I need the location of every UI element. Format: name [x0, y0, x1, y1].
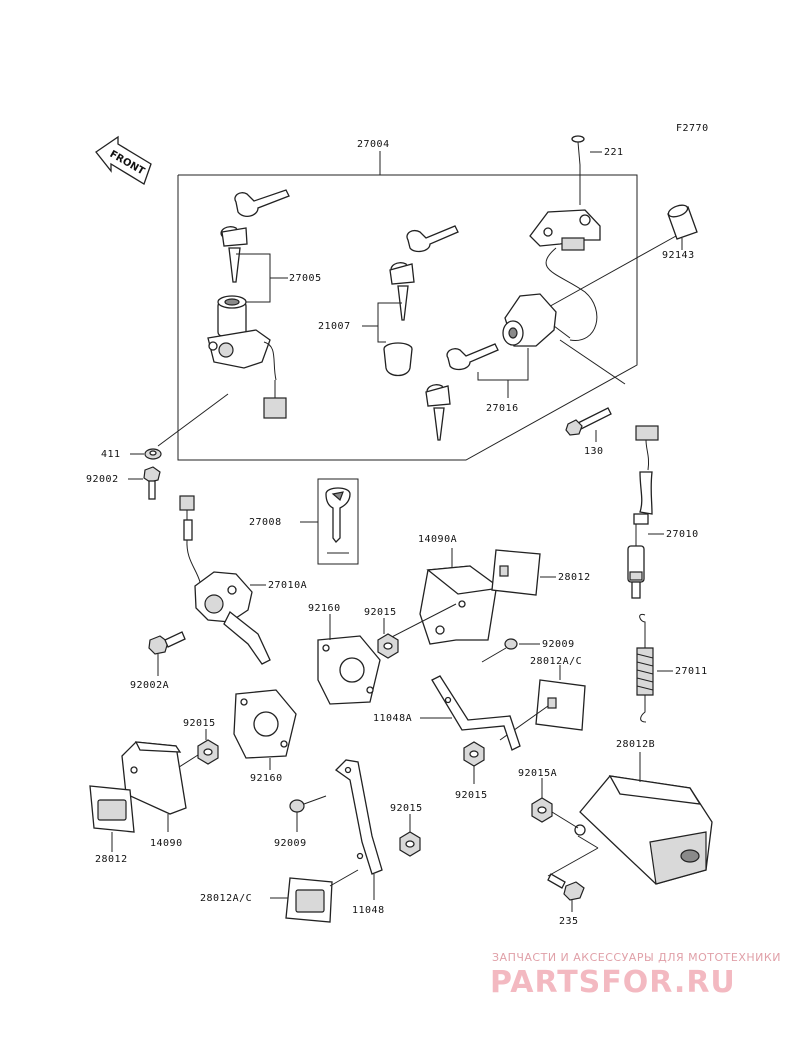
key-pair-21007-icon [383, 225, 459, 377]
label-92143: 92143 [662, 250, 695, 261]
label-28012-top: 28012 [558, 572, 591, 583]
label-27010A: 27010A [268, 580, 307, 591]
label-92015A: 92015A [518, 768, 557, 779]
label-28012-bl: 28012 [95, 854, 128, 865]
label-28012B: 28012B [616, 739, 655, 750]
bracket-14090a-icon [383, 548, 502, 645]
nut-92015-c-icon [164, 729, 219, 777]
key-pair-27005-icon [220, 189, 290, 283]
label-27008: 27008 [249, 517, 282, 528]
nut-92015-b-icon [463, 741, 485, 784]
rubber-pad-28012-bl-icon [89, 785, 135, 852]
rubber-pad-28012ac-b-icon [270, 869, 359, 923]
label-27010: 27010 [666, 529, 699, 540]
key-pair-27016-icon [425, 343, 499, 441]
bolt-130-icon [559, 339, 626, 442]
label-27005: 27005 [289, 273, 322, 284]
bracket-11048a-icon [420, 675, 521, 751]
ignition-switch-icon [207, 295, 287, 419]
front-arrow-icon: FRONT [95, 135, 152, 185]
label-92160-a: 92160 [308, 603, 341, 614]
label-11048: 11048 [352, 905, 385, 916]
label-221: 221 [604, 147, 624, 158]
nut-92015a-icon [531, 778, 579, 829]
watermark-site: PARTSFOR.RU [490, 965, 736, 1000]
label-92015-c: 92015 [183, 718, 216, 729]
figure-id: F2770 [676, 123, 709, 134]
watermark-caption: ЗАПЧАСТИ И АКСЕССУАРЫ ДЛЯ МОТОТЕХНИКИ [492, 951, 781, 964]
label-14090: 14090 [150, 838, 183, 849]
bolt-92002a-icon [148, 631, 186, 676]
bolt-92002-icon [128, 466, 161, 500]
kit-box-outline [177, 151, 638, 461]
label-92002: 92002 [86, 474, 119, 485]
nut-92015-a-icon [377, 618, 399, 659]
label-92015-b: 92015 [455, 790, 488, 801]
helmet-lock-icon [502, 293, 571, 347]
gasket-92160-a-icon [317, 614, 381, 705]
washer-411-icon [130, 393, 229, 460]
label-27016: 27016 [486, 403, 519, 414]
label-14090A: 14090A [418, 534, 457, 545]
nut-92015-d-icon [399, 814, 421, 857]
screw-221-icon [571, 135, 602, 166]
screw-92009-b-icon [289, 795, 327, 832]
label-28012ac-b: 28012A/C [200, 893, 252, 904]
seat-lock-bracket [529, 209, 601, 251]
label-92009-a: 92009 [542, 639, 575, 650]
screw-92009-a-icon [481, 638, 540, 663]
rubber-pad-28012-top-icon [491, 549, 556, 596]
label-92009-b: 92009 [274, 838, 307, 849]
label-411: 411 [101, 449, 121, 460]
label-235: 235 [559, 916, 579, 927]
gasket-92160-b-icon [233, 689, 297, 770]
bracket-11048-icon [334, 759, 383, 900]
wire-loop [545, 247, 598, 341]
switch-27010a-icon [179, 495, 271, 665]
rubber-pad-28012ac-a-icon [499, 665, 586, 741]
label-28012ac-a: 28012A/C [530, 656, 582, 667]
label-92002A: 92002A [130, 680, 169, 691]
label-27011: 27011 [675, 666, 708, 677]
label-130: 130 [584, 446, 604, 457]
label-21007: 21007 [318, 321, 351, 332]
housing-28012b-icon [547, 752, 713, 885]
label-92015-d: 92015 [390, 803, 423, 814]
cap-92143 [544, 204, 698, 310]
label-92015-a: 92015 [364, 607, 397, 618]
spring-27011-icon [636, 613, 673, 723]
label-27004: 27004 [357, 139, 390, 150]
key-blank-27008-icon [300, 478, 359, 565]
screw-235-icon [547, 873, 585, 912]
switch-27010-icon [627, 425, 664, 599]
label-92160-b: 92160 [250, 773, 283, 784]
label-11048A: 11048A [373, 713, 412, 724]
